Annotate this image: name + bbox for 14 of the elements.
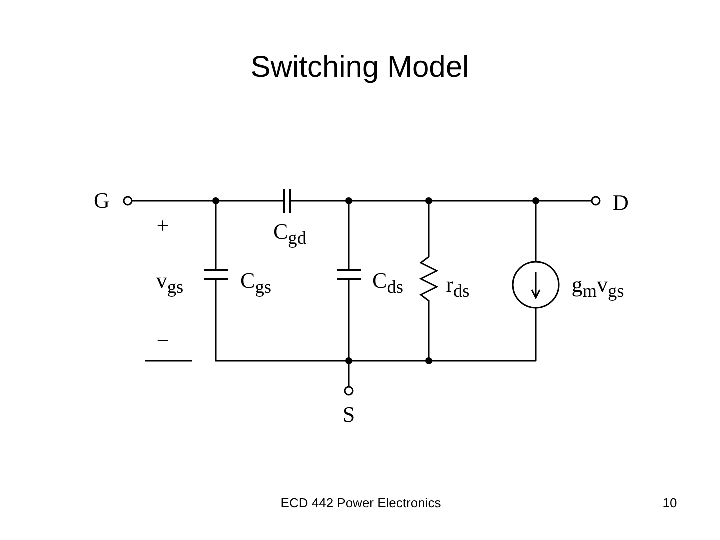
page-number: 10 <box>662 496 678 510</box>
footer-text: ECD 442 Power Electronics <box>280 496 442 510</box>
terminal-label: G <box>94 188 110 214</box>
slide-title: Switching Model <box>250 51 470 85</box>
component-label: C$_{gd}$ <box>274 218 306 250</box>
voltage-label: v$_{gs}$ <box>156 268 184 298</box>
polarity-sign: − <box>156 328 170 354</box>
component-label: r$_{ds}$ <box>446 272 470 302</box>
component-label: C$_{ds}$ <box>372 268 404 298</box>
component-label: g$_{m}$v$_{gs}$ <box>572 272 624 302</box>
component-label: C$_{gs}$ <box>240 268 272 298</box>
polarity-sign: + <box>156 213 170 239</box>
terminal-label: S <box>342 402 356 428</box>
terminal-label: D <box>613 190 629 216</box>
